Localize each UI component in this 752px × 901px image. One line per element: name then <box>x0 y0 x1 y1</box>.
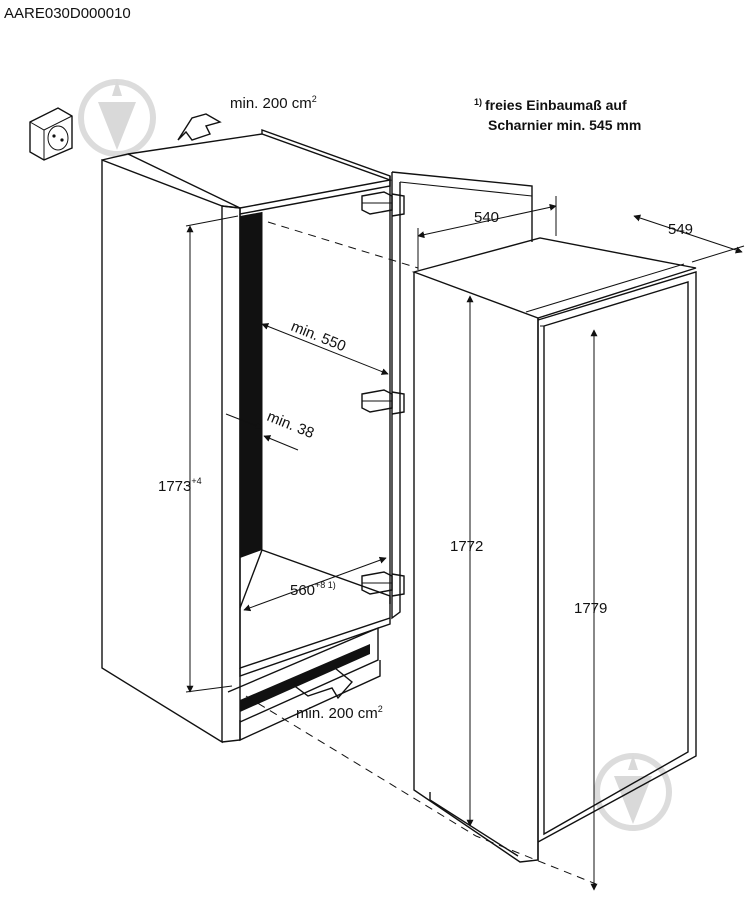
appliance-body <box>411 237 697 863</box>
appliance-depth-line <box>633 214 743 254</box>
vent-top-label: min. 200 cm2 <box>230 94 317 112</box>
watermark-logo-top <box>78 79 156 157</box>
vent-up-arrow-icon <box>177 113 222 141</box>
niche-width-line <box>243 556 387 612</box>
appliance-height-label: 1772 <box>450 538 483 555</box>
hinge-note-line2: Scharnier min. 545 mm <box>488 117 641 133</box>
gap-line <box>263 435 299 451</box>
niche-depth-line <box>261 323 389 375</box>
hinge-note-line1: 1)freies Einbaumaß auf <box>474 97 627 113</box>
door-height-label: 1779 <box>574 600 607 617</box>
diagram-code: AARE030D000010 <box>4 5 131 22</box>
vent-in-arrow-icon <box>290 663 354 700</box>
hinge-middle-icon <box>361 389 405 415</box>
hinge-top-icon <box>361 191 405 217</box>
power-socket-icon <box>29 107 73 161</box>
cabinet-niche <box>101 129 393 744</box>
door-width-label: 540 <box>474 209 499 226</box>
appliance-depth-label: 549 <box>668 221 693 238</box>
watermark-logo-bottom <box>594 753 672 831</box>
hinge-bottom-icon <box>361 571 405 597</box>
door-width-line <box>417 203 557 239</box>
vent-bottom-label: min. 200 cm2 <box>296 704 383 722</box>
niche-depth-label: min. 550 <box>289 318 349 355</box>
gap-label: min. 38 <box>265 408 317 442</box>
niche-height-label: 1773+4 <box>158 476 202 495</box>
niche-width-label: 560+8 1) <box>290 580 336 599</box>
